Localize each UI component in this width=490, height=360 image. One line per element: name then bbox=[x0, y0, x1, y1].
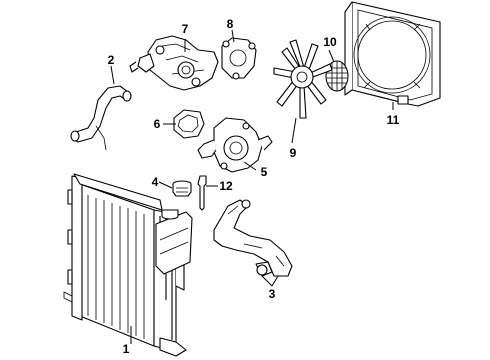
callout-label: 10 bbox=[323, 35, 337, 49]
callout-label: 9 bbox=[290, 146, 297, 160]
callout-label: 8 bbox=[227, 17, 234, 31]
cooling-fan bbox=[273, 39, 333, 119]
callout-label: 4 bbox=[152, 175, 159, 189]
callout-labels: 1 2 3 4 5 6 7 8 9 10 11 12 bbox=[108, 17, 400, 356]
callout-label: 7 bbox=[182, 22, 189, 36]
callout-label: 11 bbox=[387, 113, 400, 127]
radiator bbox=[63, 173, 193, 357]
callout-label: 3 bbox=[269, 287, 276, 301]
thermostat-gasket bbox=[173, 109, 205, 139]
callout-label: 6 bbox=[154, 117, 161, 131]
water-pump bbox=[129, 35, 219, 91]
upper-radiator-hose bbox=[70, 85, 132, 151]
thermostat-housing bbox=[197, 117, 273, 173]
radiator-cap bbox=[172, 180, 192, 197]
callout-label: 2 bbox=[108, 53, 115, 67]
callout-label: 5 bbox=[261, 165, 268, 179]
callout-label: 12 bbox=[219, 179, 233, 193]
fan-shroud bbox=[344, 1, 441, 107]
pump-cover bbox=[221, 37, 257, 80]
leader-lines bbox=[110, 29, 394, 344]
lower-radiator-hose bbox=[213, 199, 293, 277]
callout-label: 1 bbox=[123, 342, 130, 356]
temperature-sensor bbox=[197, 175, 207, 211]
